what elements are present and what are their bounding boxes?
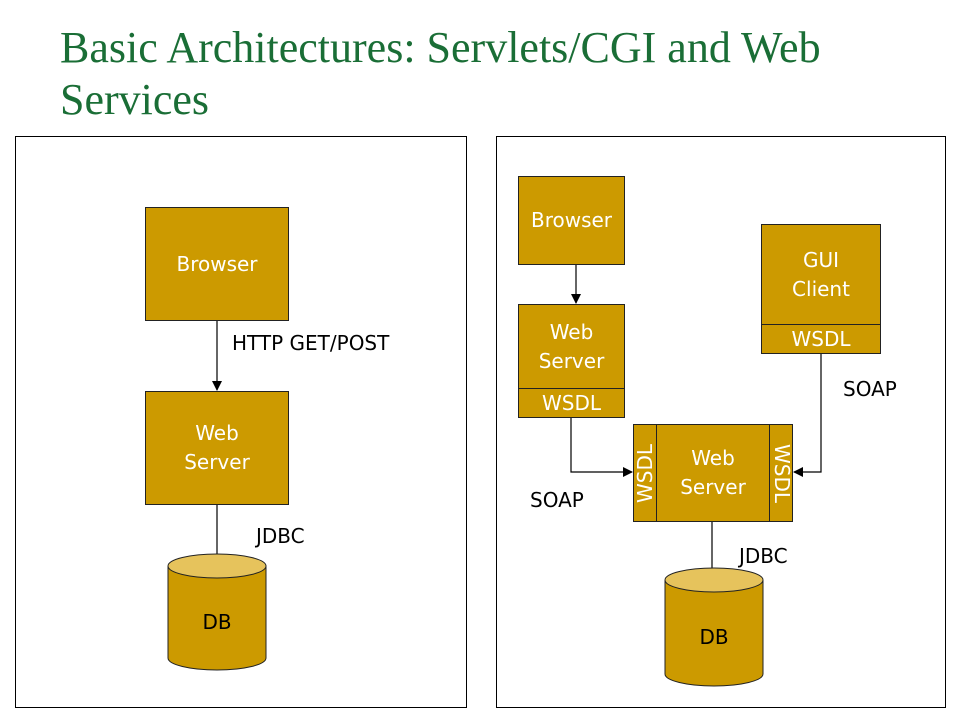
service-web-server-line1: Web [691, 446, 735, 470]
right-web-server-wsdl: WSDL [519, 388, 624, 417]
gui-client-wsdl: WSDL [762, 324, 880, 353]
left-browser-box: Browser [145, 207, 289, 321]
soap-arrow-right [793, 354, 822, 477]
service-wsdl-left: WSDL [633, 425, 657, 521]
right-db-cylinder [664, 567, 764, 687]
gui-client-box: GUI Client WSDL [761, 224, 881, 354]
left-browser-label: Browser [176, 251, 258, 276]
right-browser-box: Browser [518, 176, 625, 265]
left-web-server-line1: Web [195, 421, 239, 445]
right-web-server-box: Web Server WSDL [518, 304, 625, 418]
right-jdbc-label: JDBC [739, 544, 788, 568]
service-web-server-box: WSDL Web Server WSDL [633, 424, 794, 522]
left-web-server-box: Web Server [145, 391, 289, 505]
left-db-cylinder [167, 553, 267, 671]
soap-arrow-left [570, 418, 633, 477]
left-jdbc-label: JDBC [256, 524, 305, 548]
left-web-server-line2: Server [184, 450, 250, 474]
service-web-server-line2: Server [680, 475, 746, 499]
right-web-server-line2: Server [538, 349, 605, 373]
slide-title: Basic Architectures: Servlets/CGI and We… [60, 23, 821, 124]
http-get-post-label: HTTP GET/POST [232, 331, 390, 355]
service-wsdl-right: WSDL [769, 425, 794, 521]
gui-client-line1: GUI [802, 248, 840, 272]
soap-label-left: SOAP [530, 488, 584, 512]
right-browser-label: Browser [530, 208, 613, 232]
gui-client-line2: Client [792, 277, 850, 301]
right-db-label: DB [699, 625, 729, 649]
soap-label-right: SOAP [843, 377, 897, 401]
right-web-server-line1: Web [549, 320, 594, 344]
left-db-label: DB [202, 610, 232, 634]
